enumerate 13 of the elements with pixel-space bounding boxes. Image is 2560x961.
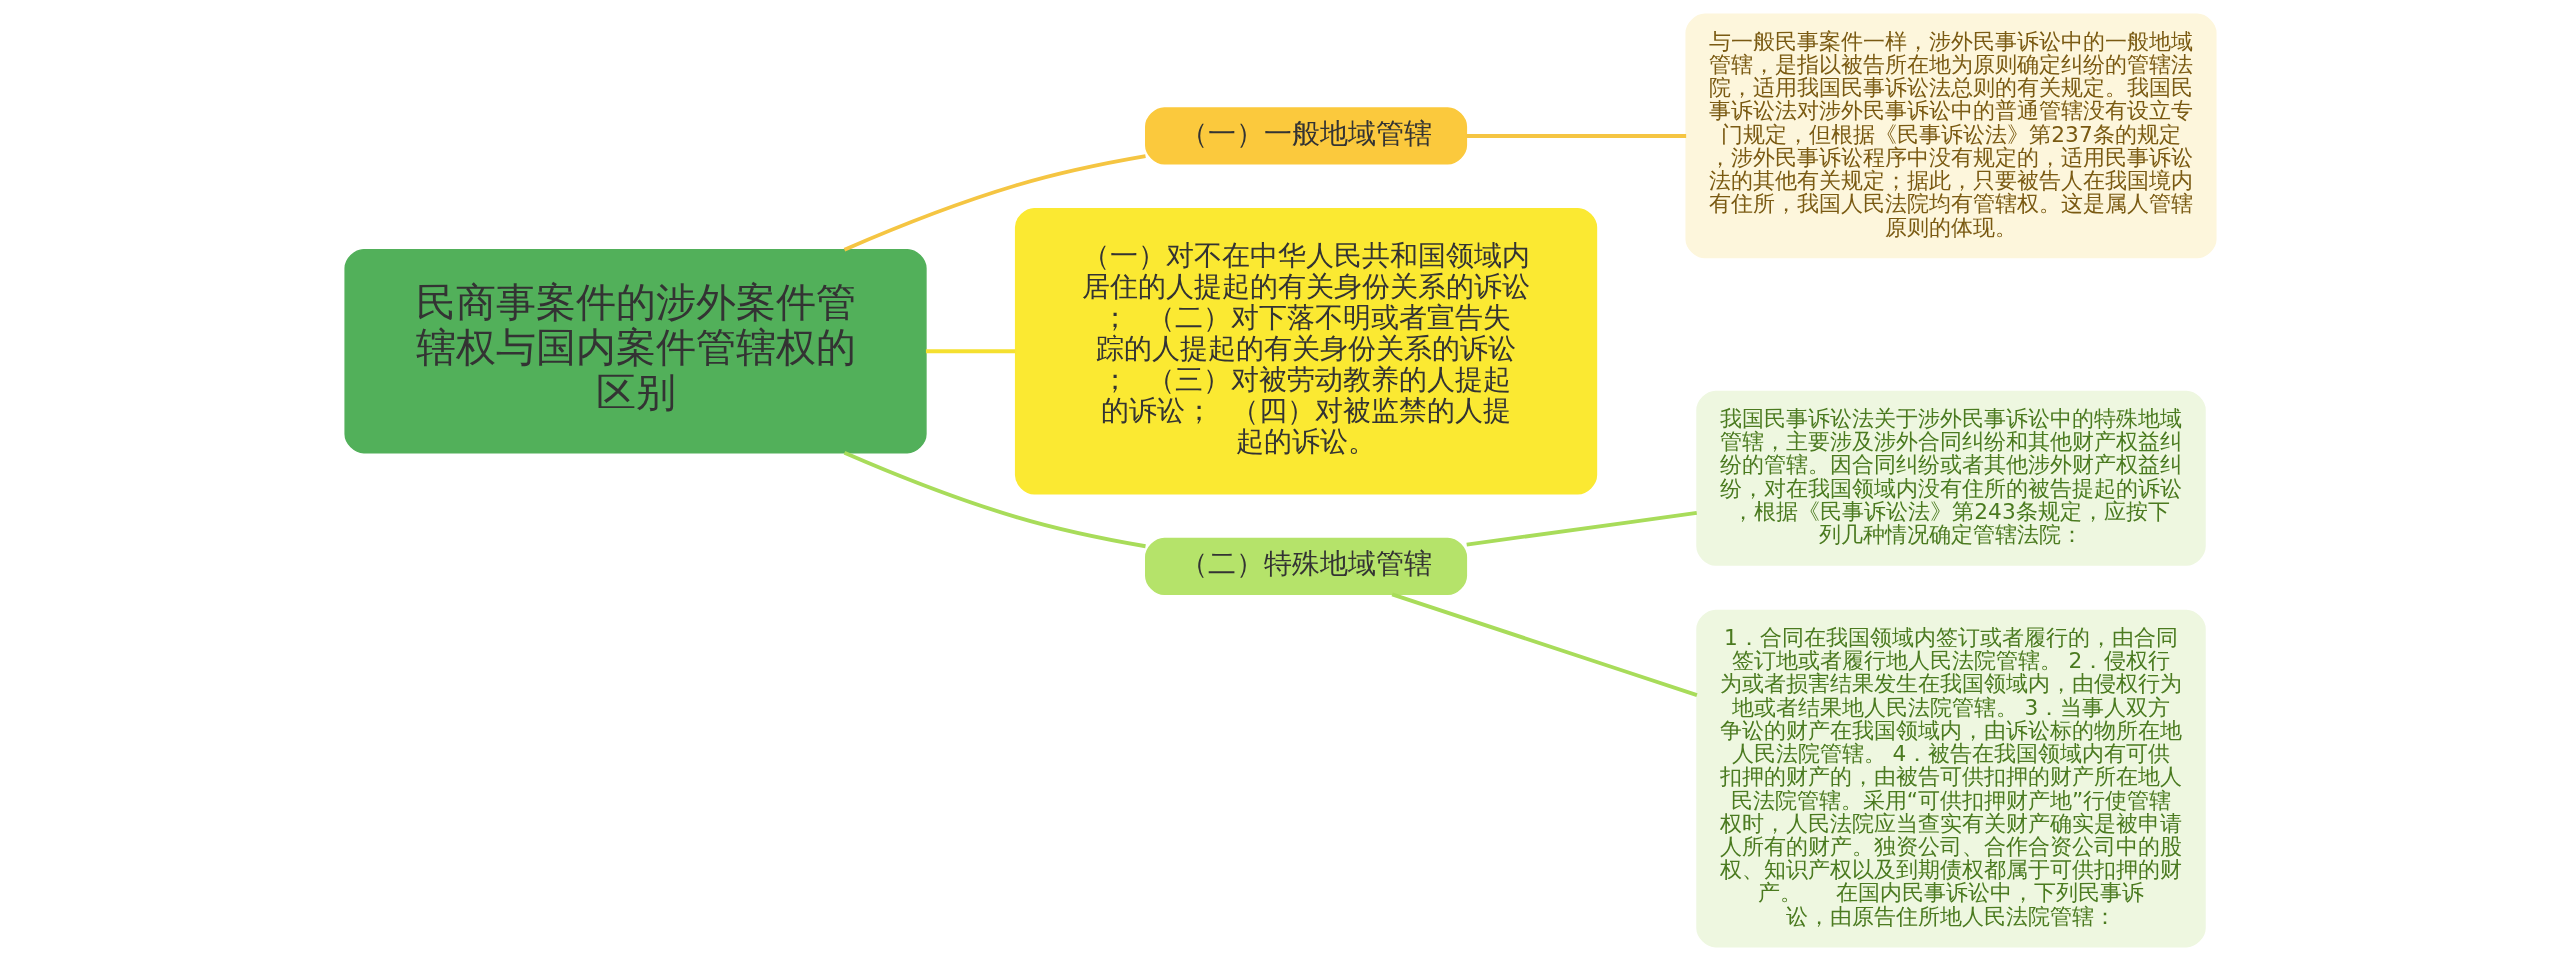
connector [1465,511,1697,547]
node-box: （一）一般地域管辖 [1144,107,1467,165]
node-box: 我国民事诉讼法关于涉外民事诉讼中的特殊地域管辖，主要涉及涉外合同纠纷和其他财产权益纠纷的管辖。因合同纠纷或者其他涉外财产权益纠纷，对在我国领域内没有住所的被告提起的诉讼，根据《民事诉讼法》第243条规定，应按下列几种情况确定管辖法院： [1695,390,2206,566]
connector [1391,592,1698,697]
node-box: （一）对不在中华人民共和国领域内居住的人提起的有关身份关系的诉讼； （二）对下落不明或者宣告失踪的人提起的有关身份关系的诉讼； （三）对被劳动教养的人提起的诉讼； （四）对被监禁的人提起的诉讼。 [1014,207,1597,495]
connector [843,450,1146,549]
connector [1466,134,1686,138]
connector [925,349,1015,354]
node-box: 1．合同在我国领域内签订或者履行的，由合同签订地或者履行地人民法院管辖。 2．侵权行为或者损害结果发生在我国领域内，由侵权行为地或者结果地人民法院管辖。 3．当事人双方争讼的财产在我国领域内，由诉讼标的物所在地人民法院管辖。 4．被告在我国领域内有可供扣押的财产的，由被告可供扣押的财产所在地人民法院管辖。采用“可供扣押财产地”行使管辖权时，人民法院应当查实有关财产确实是被申请人所有的财产。独资公司、合作合资公司中的股权、知识产权以及到期债权都属于可供扣押的财产。 在国内民事诉讼中，下列民事诉讼，由原告住所地人民法院管辖： [1695,609,2206,948]
node-box: （二）特殊地域管辖 [1144,537,1467,596]
node-box: 民商事案件的涉外案件管辖权与国内案件管辖权的区别 [343,249,927,454]
node-box: 与一般民事案件一样，涉外民事诉讼中的一般地域管辖，是指以被告所在地为原则确定纠纷的管辖法院，适用我国民事诉讼法总则的有关规定。我国民事诉讼法对涉外民事诉讼中的普通管辖没有设立专门规定，但根据《民事诉讼法》第237条的规定，涉外民事诉讼程序中没有规定的，适用民事诉讼法的其他有关规定；据此，只要被告人在我国境内有住所，我国人民法院均有管辖权。这是属人管辖原则的体现。 [1684,13,2217,259]
connector [843,154,1146,252]
